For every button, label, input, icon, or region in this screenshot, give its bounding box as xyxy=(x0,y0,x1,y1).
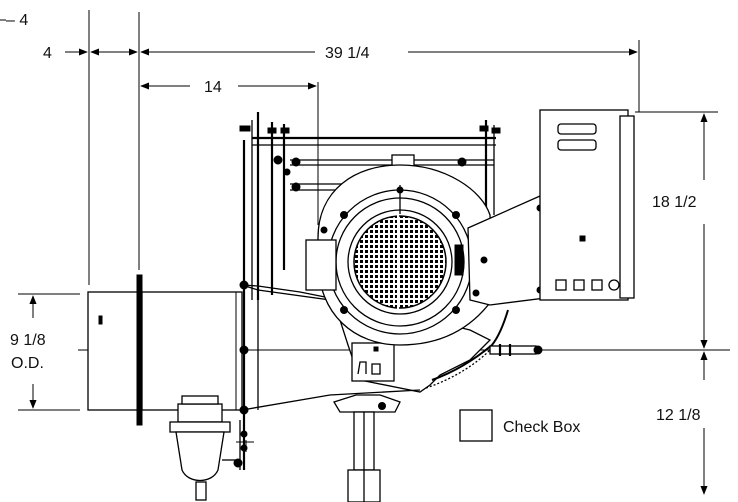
check-box-label: Check Box xyxy=(503,419,580,436)
flex-conduit xyxy=(425,309,543,389)
dimension-lines xyxy=(0,10,730,495)
fan-housing xyxy=(305,164,493,346)
dim-flange-to-center: 14 xyxy=(204,79,222,96)
dim-left-offset: 4 xyxy=(43,45,52,62)
pedestal xyxy=(333,394,401,502)
dim-tube-od-unit: O.D. xyxy=(11,355,44,372)
gas-valve xyxy=(169,395,254,501)
control-box xyxy=(539,109,635,301)
check-box-symbol xyxy=(459,409,493,442)
dim-partial-4: – 4 xyxy=(6,12,28,29)
check-box-legend: Check Box xyxy=(459,409,580,442)
blast-tube xyxy=(87,274,243,426)
dim-height-lower: 12 1/8 xyxy=(656,407,701,424)
dim-overall-length: 39 1/4 xyxy=(325,45,370,62)
linkage-assembly xyxy=(239,112,501,300)
dim-height-upper: 18 1/2 xyxy=(652,194,697,211)
dim-tube-od-value: 9 1/8 xyxy=(10,332,46,349)
